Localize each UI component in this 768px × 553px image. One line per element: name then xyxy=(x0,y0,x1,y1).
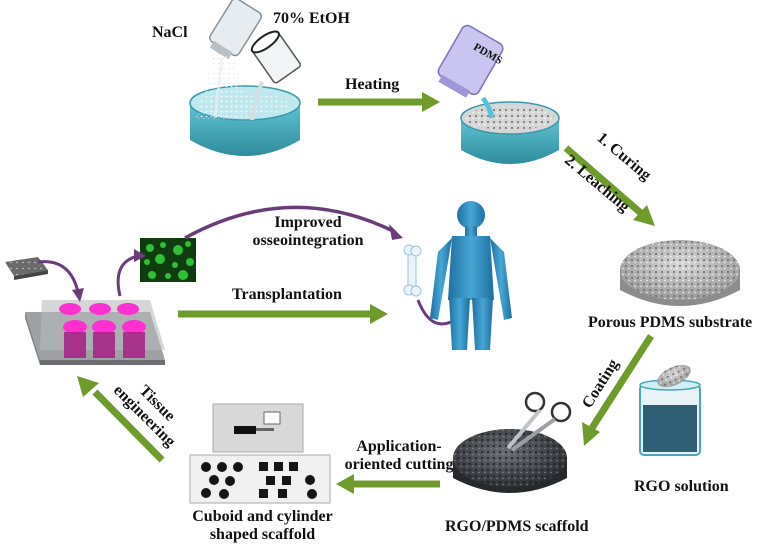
rgo-solution-label: RGO solution xyxy=(634,478,729,495)
shaped-scaffold-label-line2: shaped scaffold xyxy=(209,526,316,544)
shaped-scaffold-label: Cuboid and cylinder shaped scaffold xyxy=(175,508,350,545)
shaped-scaffold-label-line1: Cuboid and cylinder xyxy=(192,508,333,525)
nacl-label: NaCl xyxy=(152,24,188,41)
rgo-pdms-scaffold-disc xyxy=(453,429,567,493)
porous-pdms-substrate-disc xyxy=(620,240,740,306)
scaffold-sample-icon xyxy=(5,257,48,280)
cutting-label-line1: Application- xyxy=(356,438,442,455)
osseointegration-label-line1: Improved xyxy=(274,214,342,231)
shaped-scaffold-photo xyxy=(189,403,331,504)
well-plate-illustration xyxy=(25,300,165,365)
osseointegration-label: Improved osseointegration xyxy=(238,214,378,251)
coating-arrow xyxy=(582,334,654,446)
nacl-bottle-icon xyxy=(195,0,263,120)
pdms-dish-illustration xyxy=(460,101,560,164)
osseointegration-curve-arrow xyxy=(184,205,403,240)
tissue-engineering-arrow xyxy=(77,376,165,463)
porous-substrate-label: Porous PDMS substrate xyxy=(588,314,753,331)
rgo-scaffold-label: RGO/PDMS scaffold xyxy=(445,518,589,535)
human-body-icon xyxy=(430,201,512,350)
heating-arrow xyxy=(318,92,440,112)
cutting-label: Application- oriented cutting xyxy=(344,438,454,475)
scissors-icon xyxy=(506,391,572,452)
rgo-solution-beaker-icon xyxy=(639,364,701,456)
seeding-curve-arrow xyxy=(37,260,84,302)
curing-leaching-arrow xyxy=(563,145,655,226)
etoh-label: 70% EtOH xyxy=(273,10,350,27)
pdms-bottle-icon xyxy=(437,24,504,119)
cutting-label-line2: oriented cutting xyxy=(344,456,454,474)
cell-culture-image xyxy=(140,238,196,282)
cutting-arrow xyxy=(336,474,440,494)
heating-label: Heating xyxy=(345,76,400,93)
transplantation-arrow xyxy=(178,304,388,324)
osseointegration-label-line2: osseointegration xyxy=(252,232,364,250)
transplantation-label: Transplantation xyxy=(232,286,342,303)
etoh-beaker-icon xyxy=(250,30,302,121)
imaging-curve-arrow xyxy=(116,249,146,297)
bone-icon xyxy=(403,244,422,297)
